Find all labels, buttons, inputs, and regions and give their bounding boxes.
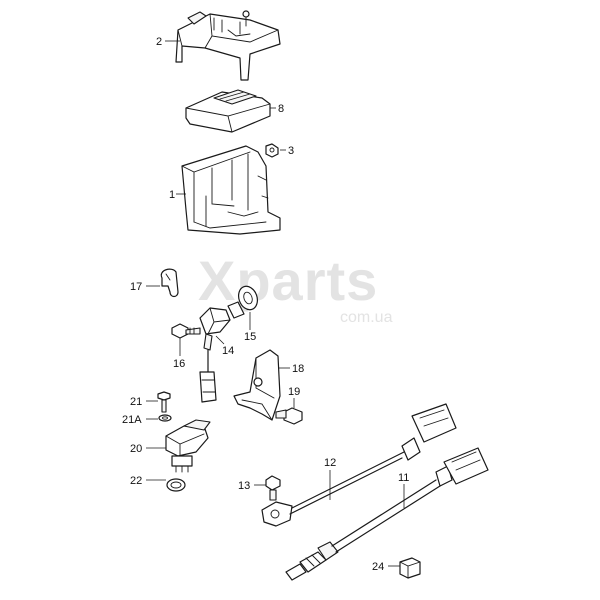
callout-21a: 21A [122,414,142,426]
part-12-knock-sensor[interactable] [261,403,457,527]
watermark-brand: Xparts [198,249,378,312]
part-22-o-ring[interactable] [166,478,186,492]
callout-1: 1 [169,189,175,201]
callout-15: 15 [244,331,256,343]
callout-13: 13 [238,480,250,492]
part-1-lower-bracket[interactable] [181,145,281,235]
callout-11: 11 [398,472,409,484]
callout-14: 14 [222,345,234,357]
part-2-upper-bracket[interactable] [175,10,281,81]
part-14-speed-sensor[interactable] [199,301,245,403]
callout-24: 24 [372,561,384,573]
part-21a-washer[interactable] [158,414,172,422]
watermark-domain: com.ua [340,309,393,326]
watermark: Xparts com.ua [198,249,393,326]
callout-2: 2 [156,36,162,48]
callout-20: 20 [130,443,142,455]
callout-3: 3 [288,145,294,157]
callout-8: 8 [278,103,284,115]
part-21-screw[interactable] [157,391,171,413]
part-8-control-unit[interactable] [185,89,271,133]
part-15-seal-ring[interactable] [235,284,260,313]
callout-12: 12 [324,457,336,469]
part-11-lambda-probe[interactable] [285,447,489,581]
callout-17: 17 [130,281,142,293]
part-17-clip[interactable] [160,268,179,298]
callout-18: 18 [292,363,304,375]
callout-19: 19 [288,386,300,398]
callout-labels: 2 8 3 1 17 14 15 16 18 19 21 21A 20 22 1… [122,36,409,573]
part-13-bolt[interactable] [265,475,281,501]
callout-16: 16 [173,358,185,370]
part-3-nut[interactable] [265,143,279,158]
part-24-clip[interactable] [399,557,421,579]
callout-22: 22 [130,475,142,487]
part-16-bolt[interactable] [171,323,201,339]
part-20-pressure-sensor[interactable] [165,419,211,473]
part-19-bolt[interactable] [275,407,303,425]
part-18-sensor-bracket[interactable] [233,349,281,421]
leader-lines [146,40,405,567]
callout-21: 21 [130,396,142,408]
